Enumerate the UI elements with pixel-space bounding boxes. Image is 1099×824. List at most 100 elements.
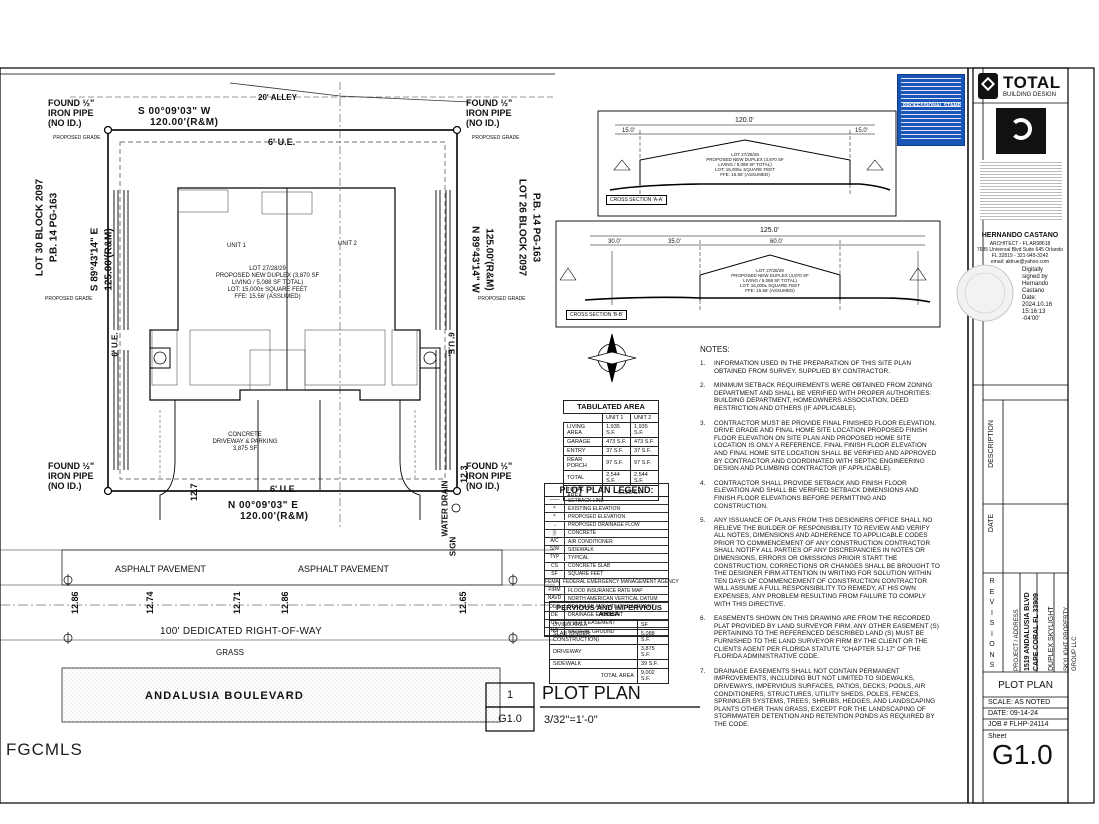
- legend-label: FLOOD INSURANCE RATE MAP: [568, 587, 643, 594]
- alley-label: 20' ALLEY: [258, 93, 297, 102]
- view-title: PLOT PLAN: [542, 683, 641, 703]
- legend-label: FEDERAL EMERGENCY MANAGEMENT AGENCY: [562, 579, 679, 586]
- road-name: ANDALUSIA BOULEVARD: [145, 690, 305, 702]
- legend-row: ×PROPOSED ELEVATION: [545, 513, 668, 522]
- note-item: 6.EASEMENTS SHOWN ON THIS DRAWING ARE FR…: [700, 615, 939, 661]
- unit-2-label: UNIT 2: [338, 241, 357, 247]
- north-dimension: 120.00'(R&M): [150, 117, 219, 128]
- iron-pipe-ne: FOUND ½" IRON PIPE (NO ID.): [466, 98, 513, 128]
- digital-signature: Digitally signed by Hernando Castano Dat…: [1022, 267, 1053, 322]
- legend-symbol: FIRM: [545, 587, 565, 595]
- legend-row: ——SETBACK LINE: [545, 497, 668, 506]
- architect-info: ARCHITECT - FL AR98618 7685 Universal Bl…: [976, 241, 1064, 265]
- west-dimension: 125.00'(R&M): [103, 228, 115, 291]
- dim-7: 12.7: [189, 483, 199, 501]
- legend-label: CONCRETE: [568, 530, 597, 537]
- north-bearing: S 00°09'03" W: [138, 106, 211, 117]
- dim-5: 12.65: [458, 591, 468, 614]
- section1-lot-info: LOT 27/28/29 PROPOSED NEW DUPLEX (3,870 …: [706, 152, 784, 177]
- legend-label: SQUARE FEET: [568, 571, 604, 578]
- legend-row: →PROPOSED DRAINAGE FLOW: [545, 521, 668, 530]
- sheet-date: DATE: 09-14-24: [988, 710, 1039, 717]
- section1-width: 120.0': [735, 117, 754, 124]
- view-number: 1: [506, 689, 514, 701]
- sheet-label: Sheet: [988, 733, 1007, 740]
- legend-label: SIDEWALK: [568, 546, 594, 553]
- dim-3: 12.71: [232, 591, 242, 614]
- section1-label: CROSS SECTION 'A-A': [606, 195, 668, 205]
- legend-symbol: ▒: [545, 529, 565, 537]
- proposed-grade-east: PROPOSED GRADE: [478, 296, 526, 302]
- water-drain-label: WATER DRAIN: [440, 480, 450, 537]
- iron-pipe-sw: FOUND ½" IRON PIPE (NO ID.): [48, 461, 95, 491]
- unit-1-label: UNIT 1: [227, 243, 246, 249]
- legend-label: AIR CONDITIONER: [568, 538, 613, 545]
- utility-easement-east: 6' U.E.: [446, 332, 456, 357]
- utility-easement-top: 6' U.E.: [268, 137, 296, 147]
- legend-row: ×EXISTING ELEVATION: [545, 505, 668, 514]
- note-item: 5.ANY ISSUANCE OF PLANS FROM THIS DESIGN…: [700, 517, 940, 608]
- legend-symbol: S/W: [545, 546, 565, 554]
- mls-watermark: FGCMLS: [6, 740, 83, 759]
- table-row: SLAB (UNDER CONSTRUCTION)5,088 S.F.: [549, 629, 670, 645]
- revisions-description: DESCRIPTION: [988, 420, 995, 468]
- note-item: 3.CONTRACTOR MUST BE PROVIDE FINAL FINIS…: [700, 419, 937, 473]
- legend-label: EXISTING ELEVATION: [568, 505, 621, 512]
- legend-label: NORTH AMERICAN VERTICAL DATUM: [568, 595, 658, 602]
- asphalt-pavement-2: ASPHALT PAVEMENT: [298, 564, 389, 574]
- section2-dim-1: 30.0': [608, 239, 621, 245]
- proposed-grade-west: PROPOSED GRADE: [45, 296, 93, 302]
- tabulated-title: TABULATED AREA: [563, 400, 659, 414]
- project-name: DUPLEX SKYLIGHT: [1048, 606, 1055, 671]
- pervious-title: PERVIOUS AND IMPERVIOUS AREA: [549, 601, 669, 621]
- legend-label: TYPICAL: [568, 554, 589, 561]
- utility-easement-west: 6' U.E.: [110, 332, 120, 357]
- lot-east-label: LOT 26 BLOCK 2097: [516, 178, 528, 277]
- legend-symbol: ×: [545, 513, 565, 521]
- sheet-number: G1.0: [992, 739, 1053, 770]
- sheet-content: PLOT PLAN: [998, 680, 1053, 691]
- south-dimension: 120.00'(R&M): [240, 511, 309, 522]
- architect-name: HERNANDO CASTANO: [981, 232, 1059, 239]
- lot-east-plat: P.B. 14 PG-163: [530, 192, 542, 263]
- lot-info: LOT 27/28/29 PROPOSED NEW DUPLEX (3,870 …: [215, 266, 320, 300]
- company-sub: BUILDING DESIGN: [1003, 92, 1057, 98]
- section1-right-dim: 15.0': [855, 128, 868, 134]
- legend-label: SETBACK LINE: [568, 497, 604, 504]
- dim-1: 12.86: [70, 591, 80, 614]
- firm-logo-icon: [996, 108, 1046, 154]
- lot-west-label: LOT 30 BLOCK 2097: [34, 178, 46, 277]
- grass-label: GRASS: [216, 648, 245, 657]
- dim-2: 12.74: [145, 591, 155, 614]
- legend-label: PROPOSED ELEVATION: [568, 513, 626, 520]
- iron-pipe-nw: FOUND ½" IRON PIPE (NO ID.): [48, 98, 95, 128]
- legend-label: PROPOSED DRAINAGE FLOW: [568, 522, 640, 529]
- notes-list: 1.INFORMATION USED IN THE PREPARATION OF…: [700, 360, 940, 736]
- section2-label: CROSS SECTION 'B-B': [566, 310, 628, 320]
- dim-4: 12.86: [280, 591, 290, 614]
- revisions-date: DATE: [988, 513, 995, 533]
- legend-symbol: ×: [545, 505, 565, 513]
- section1-left-dim: 15.0': [622, 128, 635, 134]
- legend-label: CONCRETE SLAB: [568, 563, 611, 570]
- dim-6: 12.3: [459, 465, 469, 483]
- legend-title: PLOT PLAN LEGEND:: [545, 484, 668, 497]
- legend-symbol: FEMA: [545, 578, 560, 586]
- sheet-scale: SCALE: AS NOTED: [988, 699, 1051, 706]
- company-logo-icon: [978, 73, 998, 99]
- south-bearing: N 00°09'03" E: [228, 500, 299, 511]
- view-scale: 3/32"=1'-0": [544, 714, 598, 726]
